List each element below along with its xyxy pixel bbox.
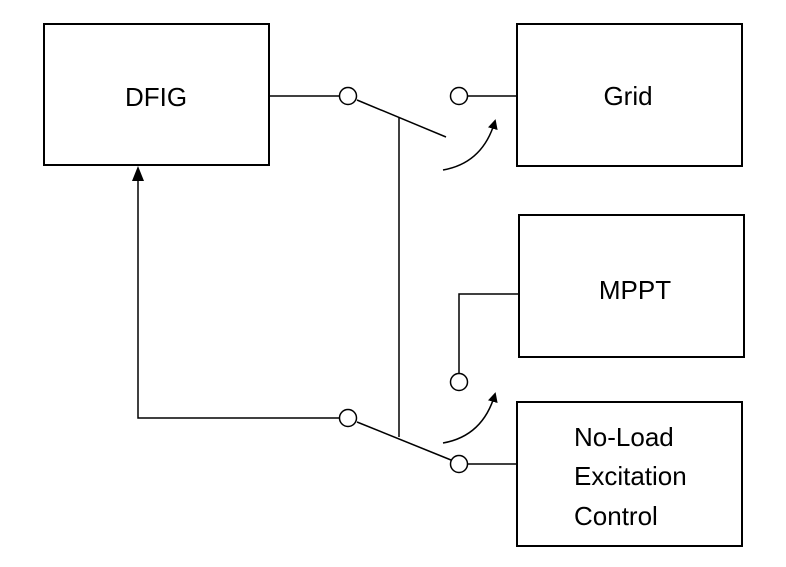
excitation-control-box — [516, 401, 743, 547]
lower-switch-arrow — [442, 392, 498, 444]
lower-switch — [338, 372, 517, 474]
excitation-control-block: No-Load Excitation Control — [516, 401, 743, 547]
upper-switch — [269, 86, 517, 171]
excitation-label-line-2: Excitation — [574, 461, 687, 491]
upper-switch-blade — [356, 99, 447, 138]
mppt-output-wire — [458, 293, 519, 374]
excitation-terminal — [449, 454, 469, 474]
lower-common-terminal — [338, 408, 358, 428]
feedback-path — [132, 166, 339, 419]
grid-label: Grid — [603, 81, 652, 111]
dfig-box — [43, 23, 270, 166]
grid-block: Grid — [516, 23, 743, 167]
mppt-label: MPPT — [599, 275, 671, 305]
dfig-input-arrow — [132, 166, 144, 181]
excitation-label-line-3: Control — [574, 501, 658, 531]
grid-terminal — [449, 86, 469, 106]
feedback-wire — [137, 178, 339, 419]
dfig-label: DFIG — [125, 82, 187, 112]
mppt-terminal — [449, 372, 469, 392]
mppt-block: MPPT — [518, 214, 745, 358]
upper-common-terminal — [338, 86, 358, 106]
lower-switch-blade — [356, 421, 452, 461]
mppt-box — [518, 214, 745, 358]
upper-switch-arrow — [442, 119, 498, 171]
grid-box — [516, 23, 743, 167]
dfig-block: DFIG — [43, 23, 270, 166]
excitation-label-line-1: No-Load — [574, 422, 674, 452]
